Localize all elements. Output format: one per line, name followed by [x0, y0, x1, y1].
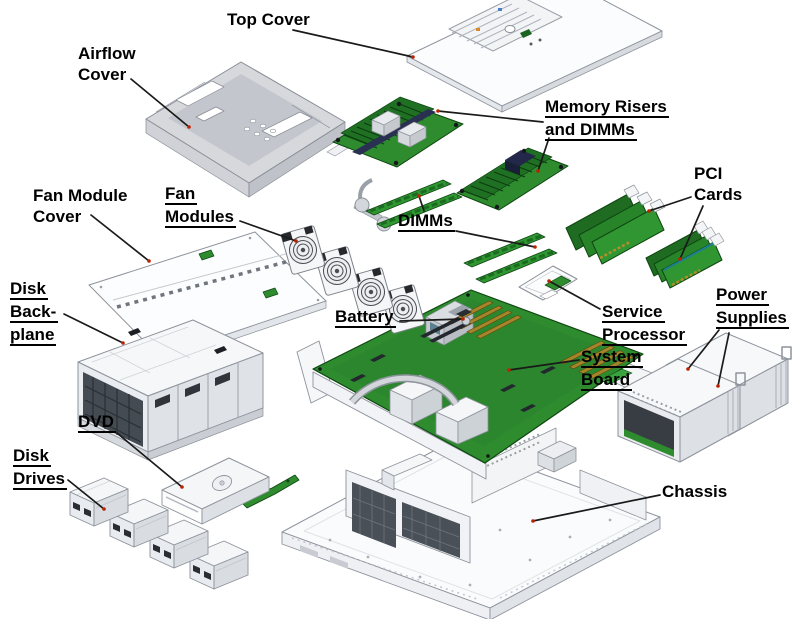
label-line: Airflow — [78, 44, 136, 63]
pci-cards-group1-art — [565, 184, 666, 265]
leader-battery — [399, 318, 464, 322]
pci-cards-group2-art — [645, 220, 725, 289]
label-line: Modules — [165, 207, 236, 228]
leader-power-supply-2 — [717, 332, 730, 387]
leader-fan-module-cover — [90, 214, 150, 262]
memory-riser1-art — [332, 96, 464, 168]
service-processor-art — [518, 265, 578, 301]
label-line: System — [581, 347, 644, 368]
label-line: Battery — [335, 307, 396, 328]
label-line: Drives — [13, 469, 67, 490]
label-line: Service — [602, 302, 665, 323]
leader-disk-backplane — [63, 313, 124, 344]
label-line: plane — [10, 325, 57, 346]
label-system-board: System Board — [581, 347, 644, 393]
label-line: Disk — [13, 446, 51, 467]
label-line: and DIMMs — [545, 120, 637, 141]
label-line: Fan Module — [33, 186, 128, 205]
disk-backplane-art — [77, 319, 264, 461]
label-fan-modules: Fan Modules — [165, 184, 236, 230]
label-line: Cover — [33, 207, 82, 226]
airflow-cover-art — [145, 61, 346, 198]
label-line: Fan — [165, 184, 198, 205]
label-dvd: DVD — [78, 412, 116, 435]
chassis-art — [281, 427, 661, 619]
label-line: Back- — [10, 302, 59, 323]
label-battery: Battery — [335, 307, 396, 330]
label-disk-backplane: Disk Back- plane — [10, 279, 59, 348]
leader-memory-riser2 — [537, 137, 550, 172]
label-fan-module-cover: Fan Module Cover — [33, 185, 127, 227]
leader-dvd — [116, 432, 183, 488]
label-pci-cards: PCI Cards — [694, 163, 742, 205]
callout-dots — [102, 55, 720, 523]
label-chassis: Chassis — [662, 481, 727, 502]
label-line: Supplies — [716, 308, 789, 329]
leader-service-processor — [548, 280, 601, 310]
dvd-art — [161, 457, 300, 525]
label-service-processor: Service Processor — [602, 302, 688, 348]
dimm-pair2-art — [463, 232, 558, 284]
label-line: Chassis — [662, 482, 728, 501]
label-line: Cover — [78, 65, 127, 84]
leader-airflow-cover — [130, 78, 190, 128]
leader-dimms-1 — [418, 195, 425, 212]
label-line: Board — [581, 370, 633, 391]
leader-lines — [63, 29, 730, 522]
leader-pci-1 — [648, 196, 692, 212]
label-line: Top Cover — [227, 10, 310, 29]
label-top-cover: Top Cover — [227, 9, 310, 30]
label-power-supplies: Power Supplies — [716, 285, 789, 331]
leader-system-board — [508, 359, 580, 371]
label-dimms: DIMMs — [398, 211, 455, 234]
label-line: DVD — [78, 412, 116, 433]
label-line: Cards — [694, 185, 743, 204]
leader-power-supply-1 — [687, 329, 720, 370]
dimm-pair1-art — [365, 179, 463, 229]
label-airflow-cover: Airflow Cover — [78, 43, 136, 85]
label-line: Power — [716, 285, 770, 306]
label-line: Memory Risers — [545, 97, 669, 118]
leader-dimms-2 — [455, 230, 536, 248]
power-supplies-art — [617, 332, 792, 463]
leader-pci-2 — [679, 205, 704, 260]
label-line: Processor — [602, 325, 688, 346]
leader-top-cover — [292, 29, 414, 58]
leader-memory-riser1 — [437, 110, 544, 123]
label-line: Disk — [10, 279, 48, 300]
label-disk-drives: Disk Drives — [13, 446, 67, 492]
leader-disk-drives — [67, 479, 105, 510]
top-cover-art — [406, 0, 663, 113]
label-memory-risers: Memory Risers and DIMMs — [545, 97, 669, 143]
leader-fan-modules — [239, 220, 297, 242]
label-line: PCI — [694, 164, 723, 183]
memory-riser2-art — [456, 147, 569, 211]
label-line: DIMMs — [398, 211, 455, 232]
leader-chassis — [532, 494, 661, 522]
